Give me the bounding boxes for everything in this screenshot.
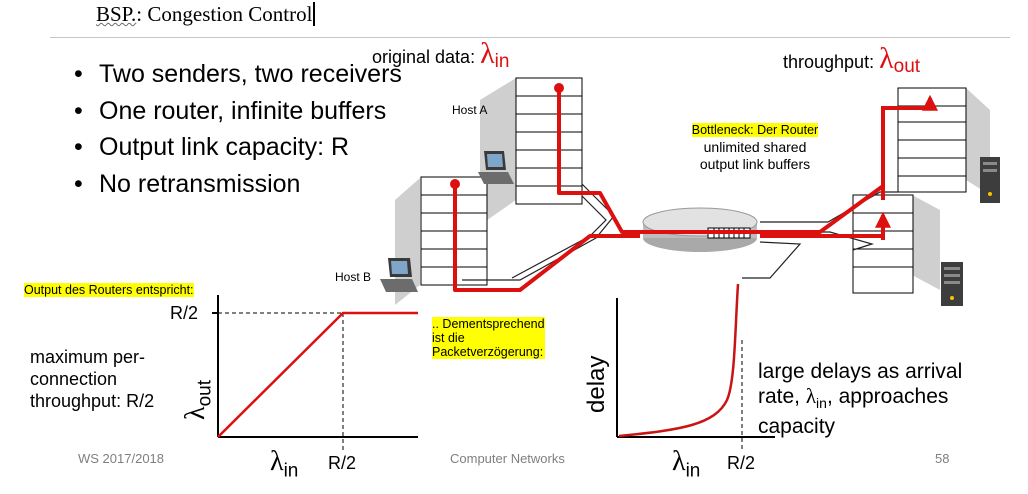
bottleneck-desc-1: unlimited shared xyxy=(703,139,807,155)
page-number: 58 xyxy=(935,451,950,466)
delay-side-line-2: rate, λin, approaches xyxy=(758,384,962,415)
delay-side-text: large delays as arrival rate, λin, appro… xyxy=(758,360,962,439)
original-data-label: original data: λin xyxy=(372,37,509,73)
delay-side-2-symbol: λ xyxy=(805,384,817,408)
title-abbr: BSP. xyxy=(96,2,137,26)
server-icon-2 xyxy=(941,262,963,306)
graph1-side-line-3: throughput: R/2 xyxy=(30,391,155,411)
server-icon-1 xyxy=(980,157,1000,203)
graph1-side-line-1: maximum per- xyxy=(30,347,146,367)
receiver-2-buffer xyxy=(852,194,914,294)
graph2-x-tick-label: R/2 xyxy=(727,453,756,473)
bottleneck-box: Bottleneck: Der Router unlimited shared … xyxy=(675,121,835,173)
footer-course: Computer Networks xyxy=(450,451,565,466)
lambda-out-symbol: λout xyxy=(879,42,921,77)
bullet-item: No retransmission xyxy=(74,166,402,203)
graph2-xlabel-symbol: λ xyxy=(672,446,686,477)
bullet-item: Two senders, two receivers xyxy=(74,56,402,93)
host-b-label: Host B xyxy=(335,270,372,284)
graph1-xlabel-symbol: λ xyxy=(270,446,284,477)
laptop-icon-a xyxy=(478,151,514,184)
throughput-text: throughput: xyxy=(783,52,875,72)
lambda-glyph: λ xyxy=(879,42,894,75)
graph2-xlabel-sub: in xyxy=(685,460,701,482)
bottleneck-desc-2: output link buffers xyxy=(699,156,811,172)
graph1-ylabel-sub: out xyxy=(194,380,216,407)
bottleneck-title: Bottleneck: Der Router xyxy=(691,123,819,137)
graph1-x-tick-label: R/2 xyxy=(328,453,357,473)
laptop-icon-b xyxy=(380,258,418,292)
bullet-list: Two senders, two receivers One router, i… xyxy=(74,56,402,202)
graph1-side-line-2: connection xyxy=(30,369,118,389)
lambda-in-symbol: λin xyxy=(480,37,510,72)
graph1-y-label: λout xyxy=(180,380,217,420)
graph1-side-text: maximum per- connection throughput: R/2 xyxy=(30,346,154,412)
delay-graph xyxy=(616,283,775,450)
graph1-series-line xyxy=(217,311,418,438)
lambda-in-sub: in xyxy=(494,51,510,72)
delay-side-line-1: large delays as arrival xyxy=(758,360,963,383)
path-b xyxy=(453,182,640,292)
bullet-item: Output link capacity: R xyxy=(74,129,402,166)
delay-note-line-1: .. Dementsprechend xyxy=(432,317,545,331)
title-rest: : Congestion Control xyxy=(136,2,313,26)
source-dot-a xyxy=(554,83,564,93)
delay-note: .. Dementsprechend ist die Packetverzöge… xyxy=(432,317,545,359)
delay-side-2a: rate, xyxy=(758,385,806,408)
graph2-x-label: λin xyxy=(672,446,700,483)
graph2-series-line xyxy=(618,283,740,438)
original-data-text: original data: xyxy=(372,47,476,67)
throughput-label: throughput: λout xyxy=(783,42,920,78)
arrow-out-1 xyxy=(881,94,938,200)
graph2-y-label: delay xyxy=(583,355,610,413)
lambda-glyph: λ xyxy=(480,37,495,70)
router-output-note: Output des Routers entspricht: xyxy=(24,283,194,297)
delay-side-line-3: capacity xyxy=(758,415,836,439)
footer-semester: WS 2017/2018 xyxy=(78,451,165,466)
host-a-label: Host A xyxy=(452,103,488,117)
slide-title: BSP.: Congestion Control xyxy=(96,2,316,26)
receiver-2-shadow xyxy=(912,195,940,290)
graph1-xlabel-sub: in xyxy=(283,460,299,482)
graph1-ylabel-symbol: λ xyxy=(180,406,211,420)
lambda-out-sub: out xyxy=(893,56,921,77)
graph1-y-tick-label: R/2 xyxy=(170,303,199,323)
throughput-graph xyxy=(212,295,418,450)
delay-note-line-2: ist die xyxy=(432,331,465,345)
bullet-item: One router, infinite buffers xyxy=(74,93,402,130)
source-dot-b xyxy=(450,179,460,189)
delay-side-2-sub: in xyxy=(816,395,827,412)
graph1-x-label: λin xyxy=(270,446,298,483)
title-divider xyxy=(50,37,1010,38)
path-a xyxy=(557,88,885,234)
host-a-buffer xyxy=(515,77,583,205)
delay-side-2b: , approaches xyxy=(826,385,949,408)
delay-note-line-3: Packetverzögerung: xyxy=(432,345,544,359)
